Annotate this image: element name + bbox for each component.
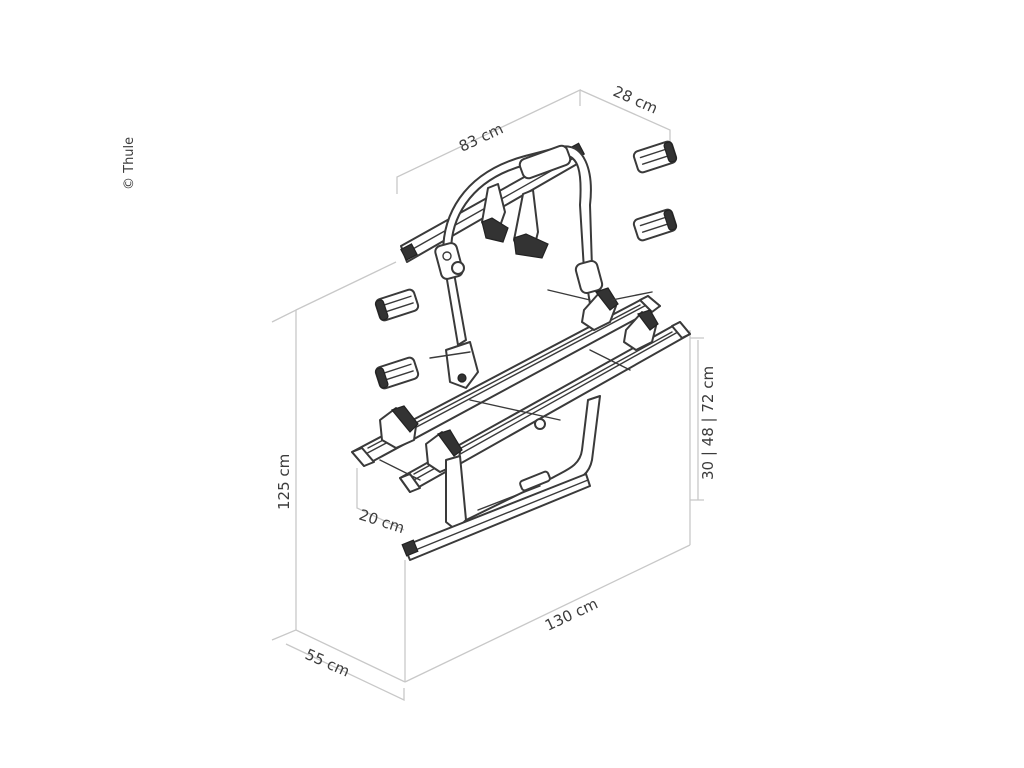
bracket-upper-left <box>374 288 420 322</box>
hinge-left <box>429 341 479 389</box>
dimension-depth-top: 28 cm <box>610 82 660 117</box>
bracket-top-right <box>632 140 678 174</box>
copyright-text: © Thule <box>122 137 137 190</box>
lower-frame <box>401 395 601 561</box>
wall-brackets <box>374 140 678 390</box>
dimension-width-bottom: 130 cm <box>542 595 601 635</box>
bracket-lower-left <box>374 356 420 390</box>
dimension-height: 125 cm <box>275 454 293 510</box>
side-arms <box>434 242 604 346</box>
dimension-depth-bottom: 55 cm <box>302 645 352 680</box>
bike-carrier <box>351 142 691 561</box>
dimension-rail-height: 30 | 48 | 72 cm <box>699 366 717 480</box>
upper-claws <box>481 183 549 259</box>
bracket-mid-right <box>632 208 678 242</box>
dimension-rail-spacing: 20 cm <box>357 506 407 538</box>
dimension-width-top: 83 cm <box>456 120 506 156</box>
upper-frame <box>442 144 593 271</box>
wheel-clamps <box>379 287 659 473</box>
labels: © Thule 83 cm 28 cm 125 cm 30 | 48 | 72 … <box>122 82 717 680</box>
dimension-lines <box>271 88 704 702</box>
